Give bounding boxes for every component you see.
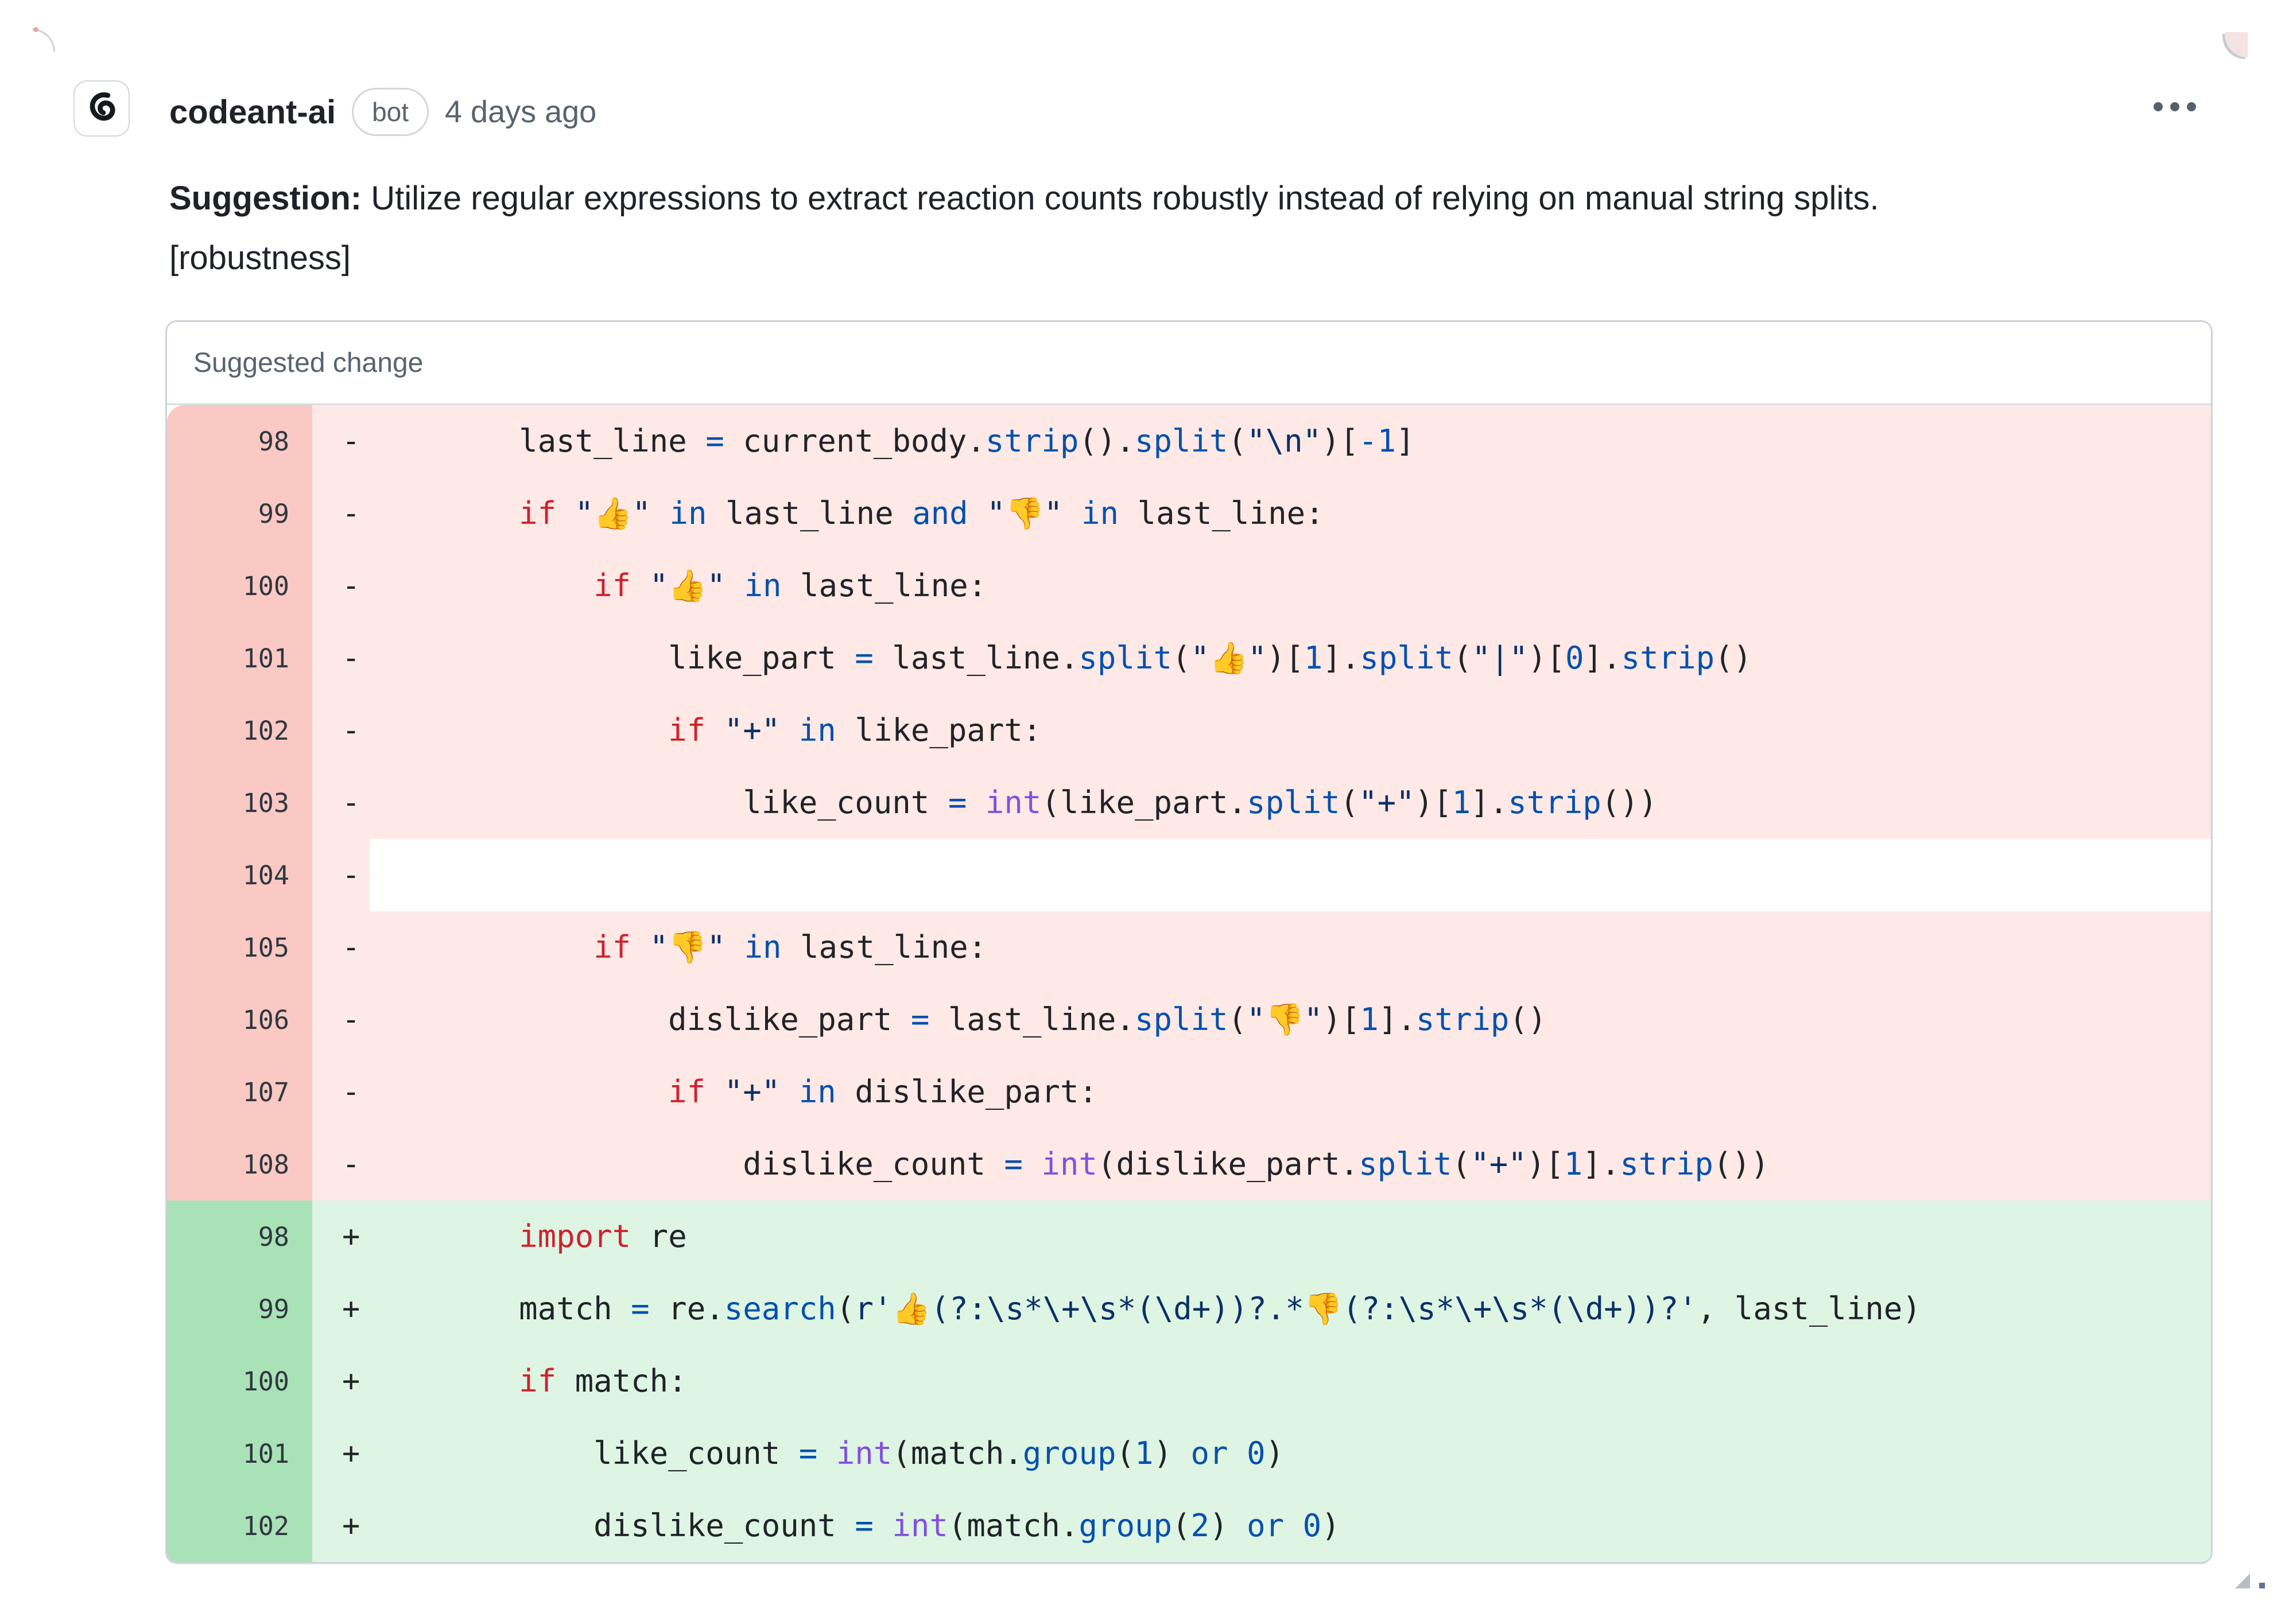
diff-row: 108- dislike_count = int(dislike_part.sp… bbox=[167, 1128, 2211, 1200]
diff-marker: - bbox=[312, 550, 370, 622]
line-number: 106 bbox=[167, 984, 312, 1056]
line-number: 98 bbox=[167, 405, 312, 477]
code-line: import re bbox=[370, 1200, 2211, 1273]
diff-marker: + bbox=[312, 1417, 370, 1490]
code-line: match = re.search(r'👍(?:\s*\+\s*(\d+))?.… bbox=[370, 1273, 2211, 1345]
line-number: 108 bbox=[167, 1128, 312, 1200]
line-number: 102 bbox=[167, 1490, 312, 1562]
timestamp-link[interactable]: 4 days ago bbox=[445, 95, 597, 129]
diff-row: 105- if "👎" in last_line: bbox=[167, 911, 2211, 984]
diff-row: 102- if "+" in like_part: bbox=[167, 694, 2211, 767]
codeant-logo-icon bbox=[85, 91, 118, 127]
line-number: 99 bbox=[167, 1273, 312, 1345]
suggestion-text: Suggestion: Utilize regular expressions … bbox=[169, 169, 2213, 288]
suggestion-label: Suggestion: bbox=[169, 180, 362, 217]
line-number: 102 bbox=[167, 694, 312, 767]
corner-artifact-top-left bbox=[32, 27, 55, 52]
line-number: 99 bbox=[167, 477, 312, 550]
suggestion-line2: [robustness] bbox=[169, 239, 351, 277]
diff-row: 99+ match = re.search(r'👍(?:\s*\+\s*(\d+… bbox=[167, 1273, 2211, 1345]
line-number: 101 bbox=[167, 622, 312, 694]
suggestion-body: Utilize regular expressions to extract r… bbox=[362, 180, 1879, 217]
diff-row: 99- if "👍" in last_line and "👎" in last_… bbox=[167, 477, 2211, 550]
diff-marker: - bbox=[312, 405, 370, 477]
author-link[interactable]: codeant-ai bbox=[169, 93, 336, 131]
diff-marker: - bbox=[312, 694, 370, 767]
line-number: 100 bbox=[167, 1345, 312, 1417]
diff-row: 98- last_line = current_body.strip().spl… bbox=[167, 405, 2211, 477]
code-line: dislike_part = last_line.split("👎")[1].s… bbox=[370, 984, 2211, 1056]
diff-row: 98+ import re bbox=[167, 1200, 2211, 1273]
suggested-change-box: Suggested change 98- last_line = current… bbox=[165, 320, 2213, 1564]
line-number: 105 bbox=[167, 911, 312, 984]
suggestion-line1: Suggestion: Utilize regular expressions … bbox=[169, 169, 2213, 228]
line-number: 98 bbox=[167, 1200, 312, 1273]
line-number: 104 bbox=[167, 839, 312, 911]
diff-marker: - bbox=[312, 622, 370, 694]
code-line: if "👍" in last_line: bbox=[370, 550, 2211, 622]
code-line: if "+" in dislike_part: bbox=[370, 1056, 2211, 1128]
line-number: 101 bbox=[167, 1417, 312, 1490]
diff-marker: + bbox=[312, 1345, 370, 1417]
diff-marker: - bbox=[312, 477, 370, 550]
diff-row: 100- if "👍" in last_line: bbox=[167, 550, 2211, 622]
diff-row: 100+ if match: bbox=[167, 1345, 2211, 1417]
line-number: 103 bbox=[167, 767, 312, 839]
diff-rows: 98- last_line = current_body.strip().spl… bbox=[167, 405, 2211, 1562]
diff-row: 104- bbox=[167, 839, 2211, 911]
code-line: dislike_count = int(dislike_part.split("… bbox=[370, 1128, 2211, 1200]
diff-marker: + bbox=[312, 1200, 370, 1273]
code-line: like_count = int(like_part.split("+")[1]… bbox=[370, 767, 2211, 839]
diff-row: 102+ dislike_count = int(match.group(2) … bbox=[167, 1490, 2211, 1562]
comment-header: codeant-ai bot 4 days ago bbox=[169, 86, 596, 138]
diff-marker: - bbox=[312, 767, 370, 839]
corner-artifact-top-right bbox=[2225, 32, 2248, 57]
avatar[interactable] bbox=[73, 80, 130, 137]
diff-row: 101+ like_count = int(match.group(1) or … bbox=[167, 1417, 2211, 1490]
code-line: dislike_count = int(match.group(2) or 0) bbox=[370, 1490, 2211, 1562]
kebab-menu-icon[interactable] bbox=[2150, 99, 2199, 115]
code-line: like_count = int(match.group(1) or 0) bbox=[370, 1417, 2211, 1490]
diff-row: 107- if "+" in dislike_part: bbox=[167, 1056, 2211, 1128]
diff-marker: - bbox=[312, 984, 370, 1056]
line-number: 107 bbox=[167, 1056, 312, 1128]
code-line: if match: bbox=[370, 1345, 2211, 1417]
code-line: if "👎" in last_line: bbox=[370, 911, 2211, 984]
code-line: if "👍" in last_line and "👎" in last_line… bbox=[370, 477, 2211, 550]
diff-marker: - bbox=[312, 839, 370, 911]
diff-row: 101- like_part = last_line.split("👍")[1]… bbox=[167, 622, 2211, 694]
code-line: last_line = current_body.strip().split("… bbox=[370, 405, 2211, 477]
diff-marker: - bbox=[312, 1128, 370, 1200]
diff-row: 106- dislike_part = last_line.split("👎")… bbox=[167, 984, 2211, 1056]
diff-marker: - bbox=[312, 1056, 370, 1128]
code-line: like_part = last_line.split("👍")[1].spli… bbox=[370, 622, 2211, 694]
line-number: 100 bbox=[167, 550, 312, 622]
diff-marker: + bbox=[312, 1273, 370, 1345]
code-line: if "+" in like_part: bbox=[370, 694, 2211, 767]
diff-row: 103- like_count = int(like_part.split("+… bbox=[167, 767, 2211, 839]
bot-badge: bot bbox=[352, 88, 429, 136]
resize-grip-icon[interactable] bbox=[2235, 1574, 2265, 1588]
diff-marker: - bbox=[312, 911, 370, 984]
diff-marker: + bbox=[312, 1490, 370, 1562]
suggested-change-title: Suggested change bbox=[167, 322, 2211, 405]
